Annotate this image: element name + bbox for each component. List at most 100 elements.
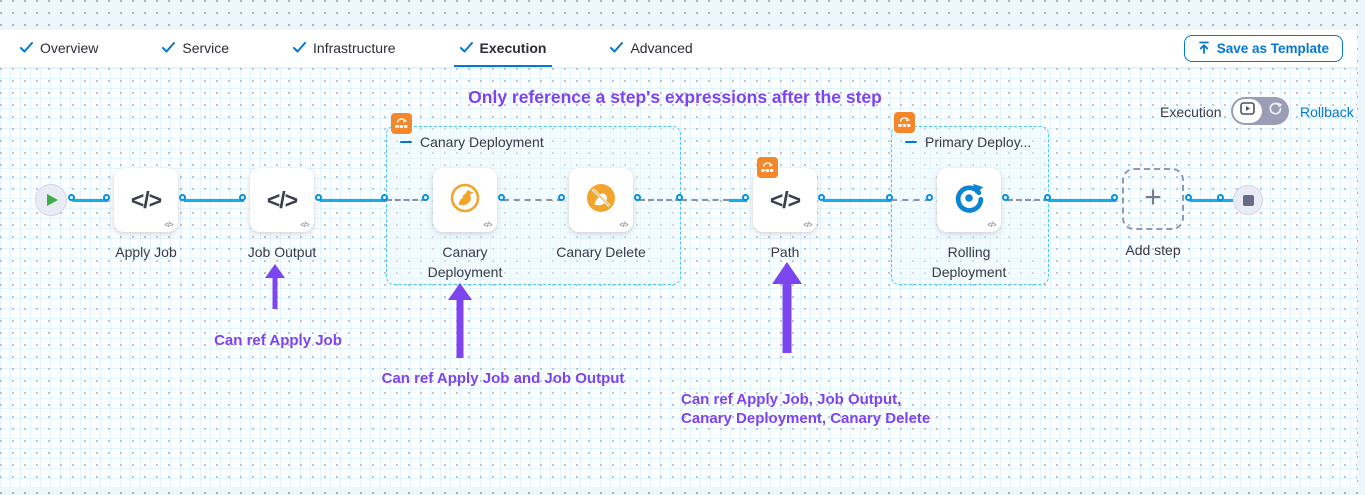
step-label: Canary Deployment xyxy=(427,244,503,280)
port[interactable] xyxy=(886,194,893,201)
annotation-note: Can ref Apply Job, Job Output, Canary De… xyxy=(681,390,971,428)
port[interactable] xyxy=(634,194,641,201)
check-icon xyxy=(20,42,33,53)
tab-execution[interactable]: Execution xyxy=(453,30,553,67)
stage-tabbar: Overview Service Infrastructure Executio… xyxy=(0,30,1357,68)
connector-dashed xyxy=(891,199,931,201)
connector-dashed xyxy=(639,199,681,201)
code-icon: </> xyxy=(266,186,298,213)
annotation-note-line: Can ref Apply Job, Job Output, xyxy=(681,391,902,408)
code-mini-icon: </> xyxy=(987,222,996,229)
canary-delete-icon xyxy=(583,180,619,221)
annotation-note: Can ref Apply Job xyxy=(214,332,342,349)
port[interactable] xyxy=(498,194,505,201)
rollback-steps-badge xyxy=(757,157,778,178)
tab-advanced[interactable]: Advanced xyxy=(604,30,698,67)
port[interactable] xyxy=(1185,194,1192,201)
add-step-button[interactable]: + xyxy=(1122,168,1184,230)
port[interactable] xyxy=(381,194,388,201)
annotation-arrow-up-icon xyxy=(265,264,285,315)
check-icon xyxy=(610,42,624,53)
port[interactable] xyxy=(179,194,186,201)
tab-label: Execution xyxy=(479,39,547,56)
step-node-apply-job[interactable]: </> </> xyxy=(114,168,178,232)
connector xyxy=(320,199,386,202)
play-icon xyxy=(47,194,58,206)
check-icon xyxy=(459,42,473,53)
tab-service[interactable]: Service xyxy=(156,30,235,67)
step-node-canary-deployment[interactable]: </> xyxy=(433,168,497,232)
port[interactable] xyxy=(1044,194,1051,201)
tab-label: Overview xyxy=(40,39,99,56)
step-group-name: Canary Deployment xyxy=(420,134,544,150)
collapse-minus-icon[interactable] xyxy=(400,140,412,144)
plus-icon: + xyxy=(1144,180,1162,214)
step-node-canary-delete[interactable]: </> xyxy=(569,168,633,232)
pipeline-end-node xyxy=(1233,185,1263,215)
pipeline-canvas[interactable]: Only reference a step's expressions afte… xyxy=(0,68,1357,487)
connector xyxy=(1049,199,1116,202)
annotation-note-line: Canary Deployment, Canary Delete xyxy=(681,410,931,427)
rollback-link[interactable]: Rollback xyxy=(1300,104,1354,120)
code-icon: </> xyxy=(130,186,162,213)
port[interactable] xyxy=(422,194,429,201)
rollback-steps-badge xyxy=(894,112,915,133)
connector xyxy=(73,199,108,202)
connector xyxy=(729,199,747,202)
rollback-toggle-option[interactable] xyxy=(1262,97,1289,125)
pipeline-stage-panel: Overview Service Infrastructure Executio… xyxy=(0,30,1357,487)
connector-dashed xyxy=(503,199,563,201)
step-label: Canary Delete xyxy=(556,244,646,260)
port[interactable] xyxy=(676,194,683,201)
canary-icon xyxy=(447,180,483,221)
step-label: Apply Job xyxy=(115,244,177,260)
upload-icon xyxy=(1198,41,1210,57)
save-as-template-button[interactable]: Save as Template xyxy=(1183,35,1343,62)
connector xyxy=(1190,199,1233,202)
port[interactable] xyxy=(103,194,110,201)
tab-overview[interactable]: Overview xyxy=(14,30,104,67)
port[interactable] xyxy=(1002,194,1009,201)
step-node-path[interactable]: </> </> xyxy=(753,168,817,232)
code-icon: </> xyxy=(769,186,801,213)
port[interactable] xyxy=(742,194,749,201)
port[interactable] xyxy=(68,194,75,201)
port[interactable] xyxy=(558,194,565,201)
port[interactable] xyxy=(1217,194,1224,201)
code-mini-icon: </> xyxy=(803,222,812,229)
annotation-arrow-up-icon xyxy=(448,283,472,364)
step-label: Path xyxy=(770,244,800,260)
step-label: Job Output xyxy=(247,244,317,260)
pipeline-start-node xyxy=(35,184,67,216)
annotation-note: Can ref Apply Job and Job Output xyxy=(381,370,625,387)
step-node-rolling-deployment[interactable]: </> xyxy=(937,168,1001,232)
connector xyxy=(823,199,891,202)
port[interactable] xyxy=(239,194,246,201)
execution-toggle-option[interactable] xyxy=(1233,99,1262,123)
step-label: Rolling Deployment xyxy=(931,244,1007,280)
rolling-deployment-icon xyxy=(952,181,986,220)
port[interactable] xyxy=(1111,194,1118,201)
rollback-arrow-icon xyxy=(1268,101,1283,121)
tab-infrastructure[interactable]: Infrastructure xyxy=(287,30,401,67)
port[interactable] xyxy=(926,194,933,201)
tab-label: Service xyxy=(182,39,230,56)
annotation-arrow-up-icon xyxy=(772,262,802,359)
port[interactable] xyxy=(315,194,322,201)
step-node-job-output[interactable]: </> </> xyxy=(250,168,314,232)
check-icon xyxy=(293,42,307,53)
stop-icon xyxy=(1242,194,1254,206)
connector xyxy=(184,199,244,202)
connector-dashed xyxy=(681,199,729,201)
step-label: Add step xyxy=(1125,242,1181,258)
execution-rollback-toggle[interactable] xyxy=(1231,97,1289,125)
execution-mode-label: Execution xyxy=(1160,104,1222,120)
code-mini-icon: </> xyxy=(164,222,173,229)
check-icon xyxy=(162,42,176,53)
connector-dashed xyxy=(386,199,427,201)
collapse-minus-icon[interactable] xyxy=(905,140,917,144)
code-mini-icon: </> xyxy=(619,222,628,229)
port[interactable] xyxy=(818,194,825,201)
rollback-steps-badge xyxy=(391,113,412,134)
execution-play-icon xyxy=(1240,102,1255,120)
